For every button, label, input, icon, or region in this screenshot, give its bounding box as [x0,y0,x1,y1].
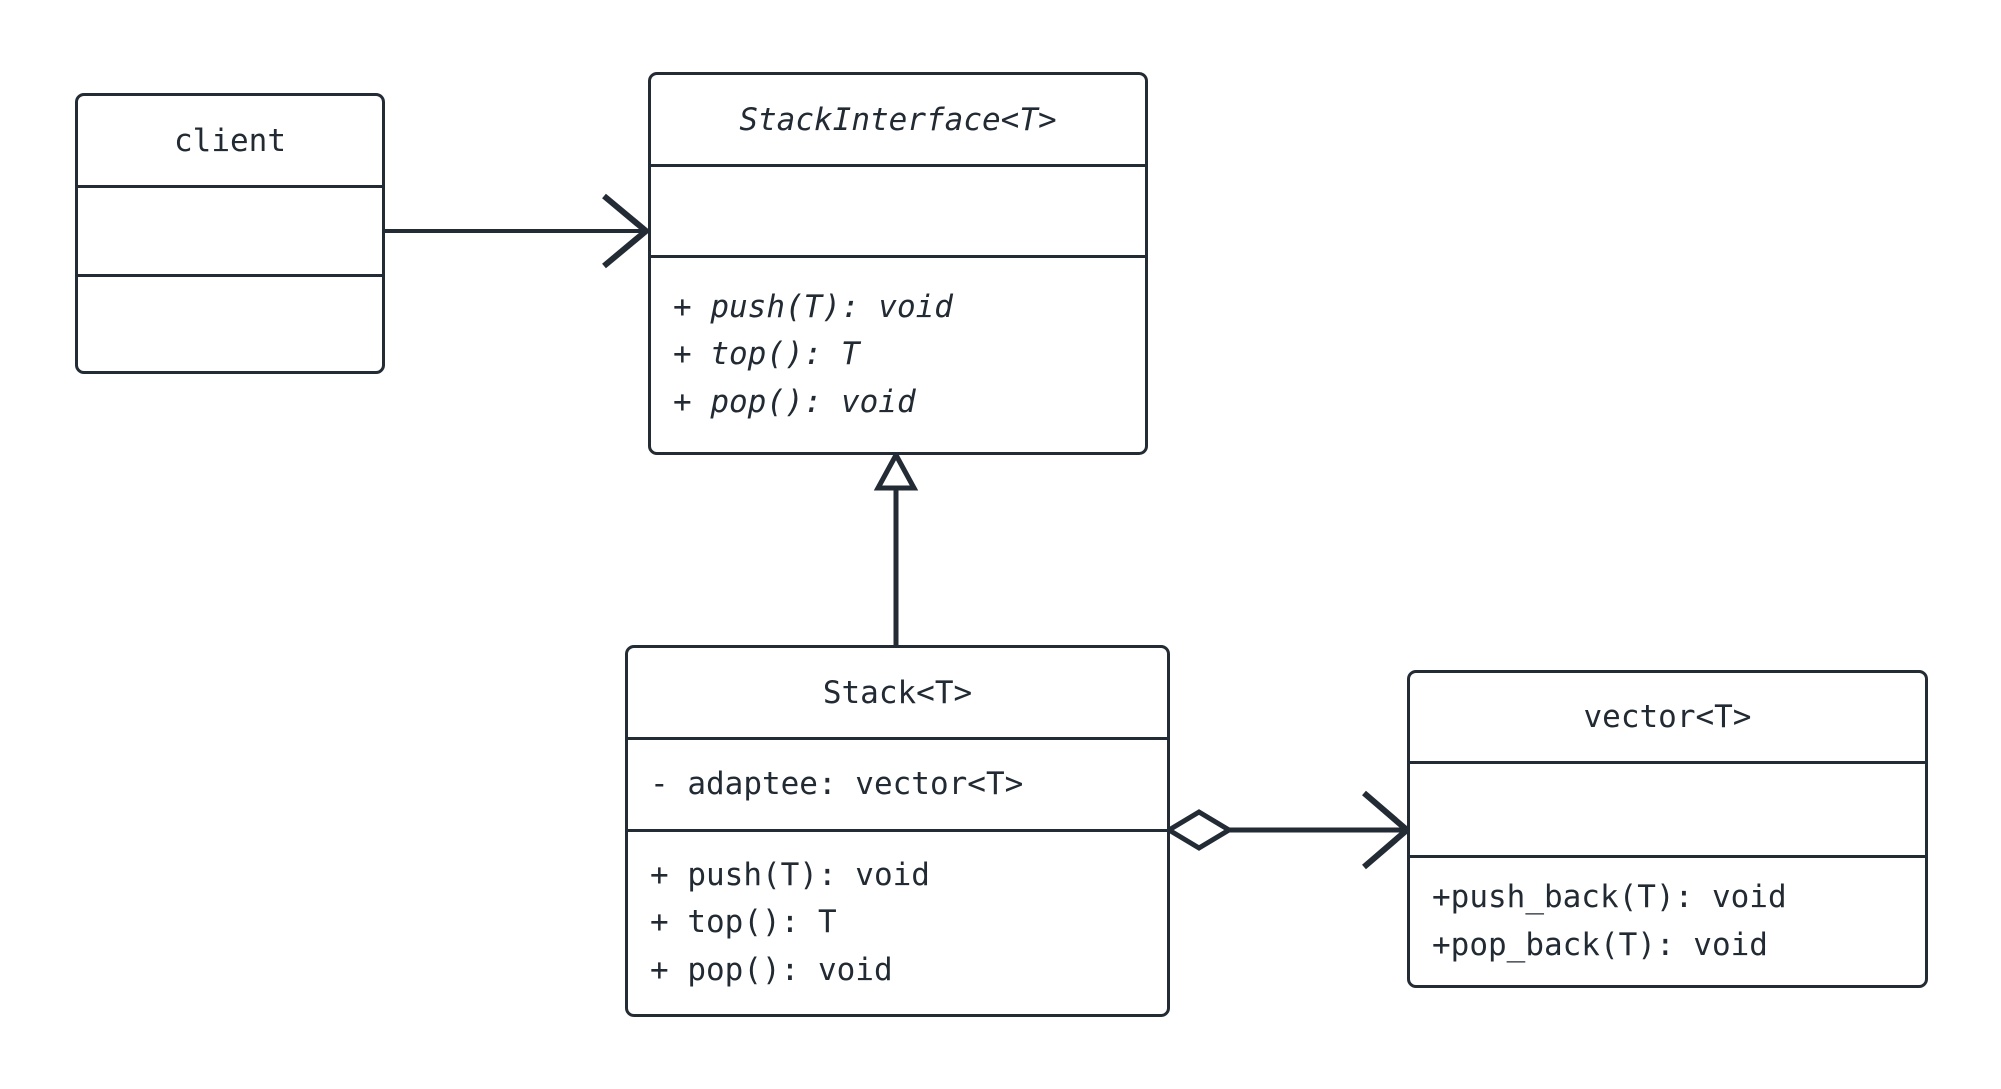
methods-compartment-vector: +push_back(T): void +pop_back(T): void [1410,855,1925,985]
class-name-compartment-client: client [78,96,382,185]
method-line: + pop(): void [673,383,916,420]
method-line: + push(T): void [650,857,930,894]
attributes-compartment-stack: - adaptee: vector<T> [628,737,1167,829]
class-name-compartment-stackinterface: StackInterface<T> [651,75,1145,164]
attributes-compartment-client [78,185,382,274]
class-name-stack: Stack<T> [822,674,973,711]
class-name-stackinterface: StackInterface<T> [739,101,1057,138]
relationship-stack-realizes-stackinterface [873,449,919,645]
relationship-stack-aggregates-vector [1164,790,1412,870]
methods-compartment-client [78,274,382,371]
attribute-line: - adaptee: vector<T> [650,765,1024,802]
relationship-client-uses-stackinterface [385,193,651,269]
hollow-diamond-icon [1164,809,1234,851]
method-line: +push_back(T): void [1432,879,1787,916]
method-line: +pop_back(T): void [1432,926,1768,963]
class-name-vector: vector<T> [1583,699,1752,735]
method-line: + pop(): void [650,951,893,988]
methods-compartment-stackinterface: + push(T): void + top(): T + pop(): void [651,255,1145,452]
class-box-stack[interactable]: Stack<T> - adaptee: vector<T> + push(T):… [625,645,1170,1017]
class-box-client[interactable]: client [75,93,385,374]
method-line: + push(T): void [673,289,953,326]
attributes-compartment-vector [1410,761,1925,855]
method-line: + top(): T [650,904,837,941]
method-line: + top(): T [673,336,860,373]
class-box-vector[interactable]: vector<T> +push_back(T): void +pop_back(… [1407,670,1928,988]
class-box-stackinterface[interactable]: StackInterface<T> + push(T): void + top(… [648,72,1148,455]
hollow-triangle-icon [873,449,919,491]
class-name-compartment-stack: Stack<T> [628,648,1167,737]
attributes-compartment-stackinterface [651,164,1145,255]
class-name-compartment-vector: vector<T> [1410,673,1925,761]
methods-compartment-stack: + push(T): void + top(): T + pop(): void [628,829,1167,1014]
class-name-client: client [174,122,286,159]
open-arrow-icon [1362,790,1412,870]
open-arrow-icon [602,193,651,269]
